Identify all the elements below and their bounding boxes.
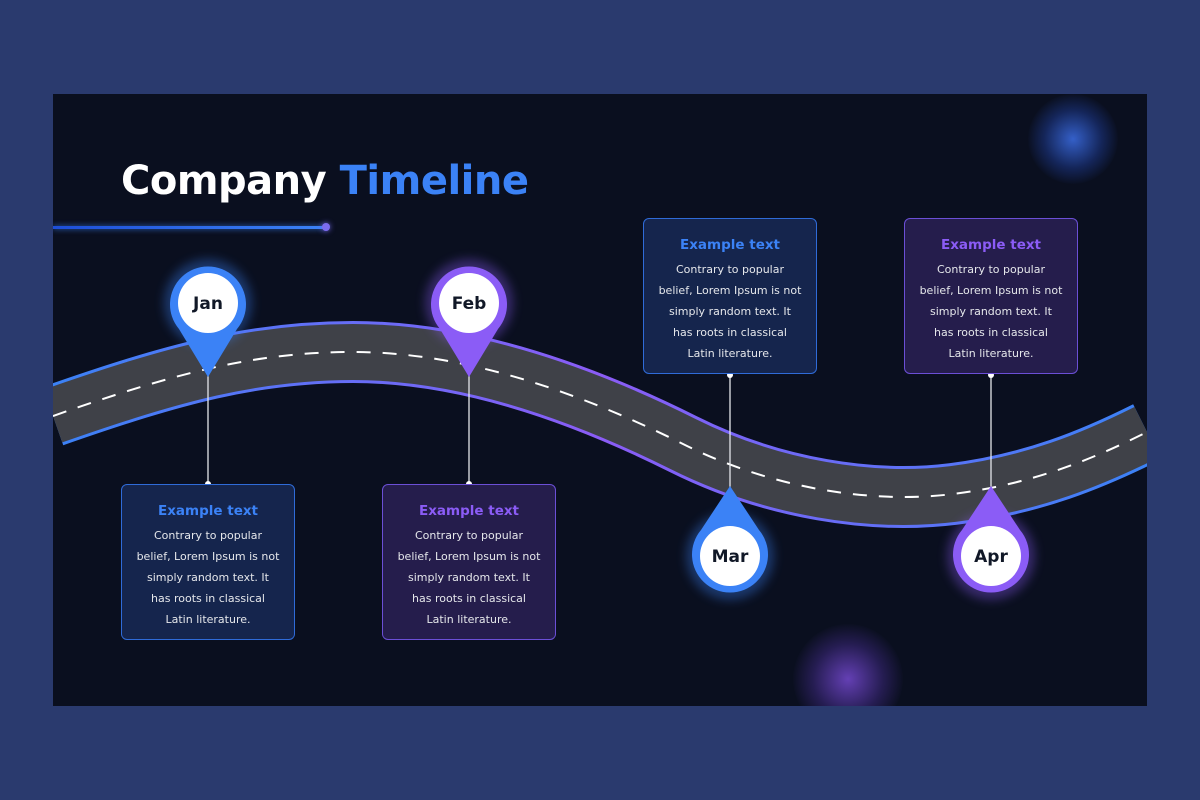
purple-glow-decoration (793, 624, 903, 706)
card-body: Contrary to popular belief, Lorem Ipsum … (136, 529, 280, 626)
card-title: Example text (157, 503, 259, 519)
blue-glow-decoration (1028, 94, 1118, 184)
card-body: Contrary to popular belief, Lorem Ipsum … (919, 263, 1063, 360)
title-accent: Timeline (339, 158, 529, 204)
title-underline-dot (322, 223, 330, 231)
pin-label-feb: Feb (452, 294, 487, 314)
title-underline (53, 226, 326, 229)
pin-feb: Feb (425, 259, 513, 377)
card-title: Example text (679, 237, 781, 253)
pin-label-mar: Mar (712, 547, 749, 567)
pin-jan: Jan (164, 259, 252, 377)
slide-title: Company Timeline (121, 158, 529, 204)
card-title: Example text (418, 503, 520, 519)
card-title: Example text (940, 237, 1042, 253)
pin-label-apr: Apr (974, 547, 1008, 567)
card-apr: Example text Contrary to popular belief,… (904, 218, 1078, 374)
pin-mar: Mar (686, 486, 774, 600)
card-body: Contrary to popular belief, Lorem Ipsum … (397, 529, 541, 626)
card-jan: Example text Contrary to popular belief,… (121, 484, 295, 640)
card-body: Contrary to popular belief, Lorem Ipsum … (658, 263, 802, 360)
road-center-line (53, 350, 1147, 498)
title-main: Company (121, 158, 327, 204)
card-mar: Example text Contrary to popular belief,… (643, 218, 817, 374)
pin-apr: Apr (947, 486, 1035, 600)
card-feb: Example text Contrary to popular belief,… (382, 484, 556, 640)
timeline-slide: Company Timeline (53, 94, 1147, 706)
pin-label-jan: Jan (192, 294, 223, 314)
road-diagram: Jan Feb Mar Apr (53, 259, 1147, 600)
